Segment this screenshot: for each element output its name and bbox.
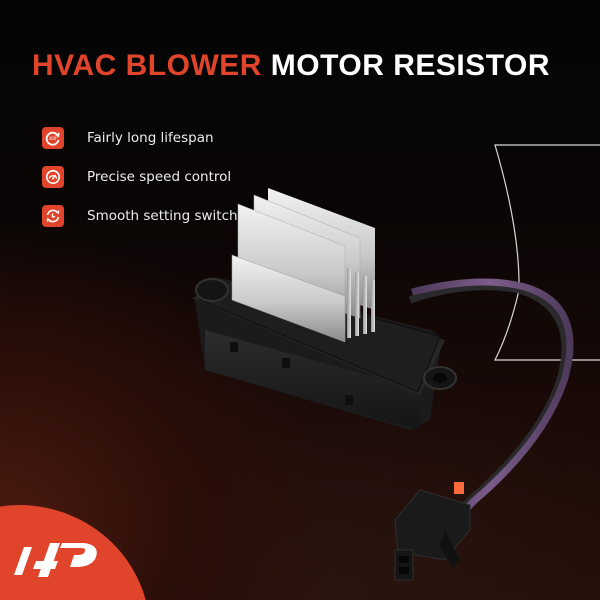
heat-sink-fins <box>231 188 375 343</box>
page-title: HVAC BLOWER MOTOR RESISTOR <box>32 48 550 84</box>
svg-text:360°: 360° <box>49 136 59 141</box>
feature-item-speed: Precise speed control <box>42 157 238 197</box>
wire-connector <box>394 482 471 581</box>
clock-refresh-icon <box>42 205 64 227</box>
feature-label: Fairly long lifespan <box>87 130 214 146</box>
speedometer-icon <box>42 166 64 188</box>
feature-item-switch: Smooth setting switch <box>42 196 238 236</box>
feature-item-lifespan: 360° Fairly long lifespan <box>42 118 238 158</box>
feature-label: Smooth setting switch <box>87 208 238 224</box>
rotate-360-icon: 360° <box>42 127 64 149</box>
wire-harness <box>408 278 574 521</box>
feature-list: 360° Fairly long lifespan Precise speed … <box>42 118 238 235</box>
title-highlight: HVAC BLOWER <box>32 49 262 82</box>
feature-label: Precise speed control <box>87 169 232 185</box>
title-rest: MOTOR RESISTOR <box>270 49 551 82</box>
ap-logo-icon <box>14 543 97 577</box>
